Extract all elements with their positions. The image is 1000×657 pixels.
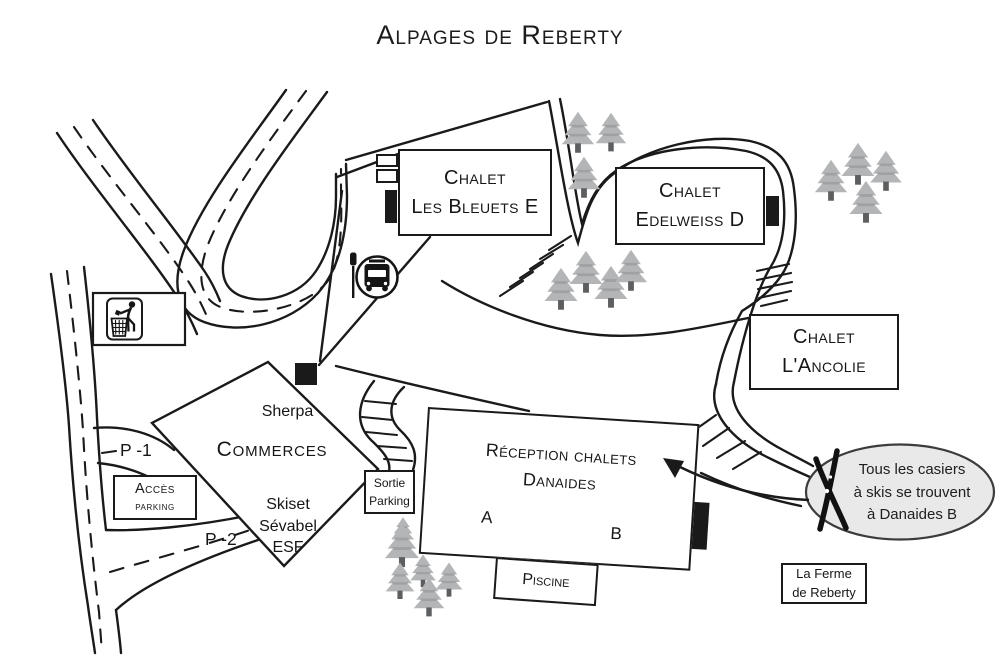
chalet-edelweiss-line1: Chalet <box>659 180 721 202</box>
sortie-line2: Parking <box>369 494 410 508</box>
p2-branch-edge <box>114 538 260 612</box>
junction-square <box>295 363 317 385</box>
ferme-line2: de Reberty <box>792 584 856 600</box>
stair-rail <box>390 385 417 472</box>
bubble-line3: à Danaides B <box>866 506 958 523</box>
chalet-edelweiss: Chalet Edelweiss D <box>615 167 779 245</box>
chalet-ancolie: Chalet L'Ancolie <box>749 314 899 390</box>
sortie-line1: Sortie <box>373 476 406 490</box>
chalet-ancolie-line2: L'Ancolie <box>781 355 866 377</box>
footpath-edge <box>699 471 803 508</box>
stair-rungs <box>361 400 413 462</box>
shop-sevabel-label: Sévabel <box>259 517 317 535</box>
sortie-parking-box: Sortie Parking <box>364 470 415 514</box>
crossed-skis-icon <box>813 448 849 532</box>
p2-branch-edge <box>104 513 253 532</box>
road-upperleft-centerline <box>72 125 210 321</box>
lower-path <box>440 279 750 338</box>
road-upperleft-edge <box>91 118 222 303</box>
small-building-rect <box>376 154 398 167</box>
acces-line2: parking <box>135 500 175 513</box>
road-left-edge <box>49 272 97 655</box>
commerces-label: Commerces <box>216 438 328 461</box>
footpath-edge <box>731 380 815 468</box>
pine-tree-icon <box>385 562 415 599</box>
chalet-edelweiss-line2: Edelweiss D <box>635 209 745 231</box>
shop-sherpa-label: Sherpa <box>261 403 314 420</box>
pine-tree-icon <box>384 523 420 568</box>
pine-tree-icon <box>595 112 627 152</box>
litter-disposal-icon <box>91 291 187 347</box>
footpath-edge <box>713 382 814 480</box>
bus-stop-icon <box>350 252 399 299</box>
footpath-edge <box>547 99 797 386</box>
pine-tree-icon <box>814 159 848 201</box>
parking-level-2-label: P -2 <box>205 529 237 549</box>
map-title: Alpages de Reberty <box>376 20 624 50</box>
piscine-label: Piscine <box>521 570 571 592</box>
small-building-rect <box>376 169 398 183</box>
junction-line <box>344 100 549 162</box>
road-u-inner <box>221 90 338 301</box>
road-left-edge <box>82 265 108 532</box>
entrance-mark <box>385 190 397 223</box>
road-upperleft-edge <box>55 131 199 336</box>
junction-line <box>318 189 344 363</box>
pine-tree-icon <box>870 150 902 191</box>
entrance-mark <box>691 501 710 550</box>
pine-tree-icon <box>841 142 875 185</box>
reception-danaides: Réception chalets Danaides A B <box>418 407 710 571</box>
acces-line1: Accès <box>135 480 175 497</box>
chalet-les-bleuets-line1: Chalet <box>444 166 506 189</box>
entrance-mark <box>766 196 779 226</box>
pine-tree-icon <box>435 562 463 597</box>
p1-arc <box>92 426 176 452</box>
chalet-les-bleuets-line2: Les Bleuets E <box>411 195 539 218</box>
piscine-box: Piscine <box>493 557 599 607</box>
slope-hatches <box>498 234 794 471</box>
road-left-edge <box>114 608 123 655</box>
reception-line2: Danaides <box>522 469 597 494</box>
p1-dash <box>100 449 118 455</box>
shop-list: Skiset Sévabel ESF <box>238 494 338 559</box>
road-u-outer <box>176 88 349 329</box>
shop-esf-label: ESF <box>272 539 304 557</box>
acces-parking-box: Accès parking <box>113 475 197 520</box>
walkway-to-reception <box>334 364 531 413</box>
pine-tree-icon <box>544 267 578 310</box>
stair-rail <box>358 379 391 474</box>
pine-tree-icon <box>413 577 445 617</box>
wing-a-label: A <box>480 507 494 528</box>
road-u-centerline <box>200 89 343 313</box>
road-left-centerline <box>65 269 104 655</box>
p2-branch-centerline <box>108 527 255 574</box>
parking-level-1-label: P -1 <box>120 440 152 460</box>
pine-tree-icon <box>569 250 603 293</box>
chalet-les-bleuets: Chalet Les Bleuets E <box>385 149 552 236</box>
junction-line <box>317 235 432 367</box>
pine-tree-icon <box>849 180 883 223</box>
ferme-box: La Ferme de Reberty <box>781 563 867 604</box>
bubble-line1: Tous les casiers <box>858 461 966 478</box>
commerces-diamond <box>150 360 380 568</box>
wing-b-label: B <box>609 523 623 544</box>
bubble-text: Tous les casiers à skis se trouvent à Da… <box>848 459 976 527</box>
bubble-line2: à skis se trouvent <box>853 483 971 501</box>
chalet-ancolie-line1: Chalet <box>793 326 855 348</box>
shop-skiset-label: Skiset <box>266 496 310 513</box>
ferme-line1: La Ferme <box>796 566 852 582</box>
